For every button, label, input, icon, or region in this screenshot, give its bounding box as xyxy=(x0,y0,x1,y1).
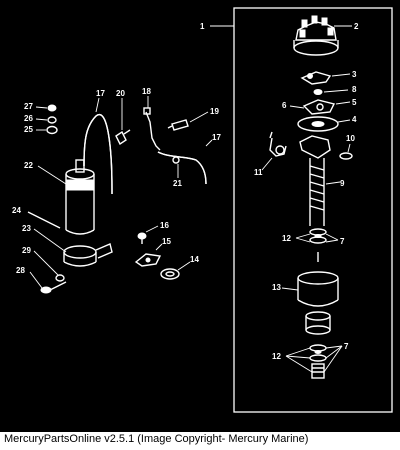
callout-24: 24 xyxy=(12,206,21,215)
callout-16: 16 xyxy=(160,221,169,230)
spark-plug-boot xyxy=(167,119,189,131)
callout-19: 19 xyxy=(210,107,219,116)
callout-4: 4 xyxy=(352,115,357,124)
callout-29: 29 xyxy=(22,246,31,255)
wire-connector xyxy=(143,107,161,151)
sensor-plate xyxy=(297,116,339,132)
distributor-housing xyxy=(297,271,339,335)
distributor-cap xyxy=(293,15,339,56)
image-caption: MercuryPartsOnline v2.5.1 (Image Copyrig… xyxy=(4,433,309,445)
callout-1: 1 xyxy=(200,22,205,31)
callout-21: 21 xyxy=(173,179,182,188)
callout-13: 13 xyxy=(272,283,281,292)
nut-and-washers xyxy=(46,104,58,135)
grommet xyxy=(160,268,180,280)
trigger-module xyxy=(302,99,336,115)
mounting-bolt xyxy=(40,281,67,294)
callout-3: 3 xyxy=(352,70,357,79)
coil-bracket xyxy=(63,243,113,267)
screw xyxy=(313,89,323,95)
callout-25: 25 xyxy=(24,125,33,134)
callout-26: 26 xyxy=(24,114,33,123)
drive-gear xyxy=(311,363,325,379)
callout-17a: 17 xyxy=(96,89,105,98)
wire-clamp xyxy=(134,253,162,267)
callout-8: 8 xyxy=(352,85,357,94)
pickup-coil xyxy=(269,131,287,157)
callout-15: 15 xyxy=(162,237,171,246)
callout-27: 27 xyxy=(24,102,33,111)
callout-9: 9 xyxy=(340,179,345,188)
callout-18: 18 xyxy=(142,87,151,96)
rotor xyxy=(300,71,332,85)
bracket-clip xyxy=(115,129,131,146)
callout-6: 6 xyxy=(282,101,287,110)
callout-11: 11 xyxy=(254,168,263,177)
callout-2: 2 xyxy=(354,22,359,31)
distributor-group-frame xyxy=(233,7,393,413)
exploded-parts-diagram: 1 2 3 8 5 6 4 10 xyxy=(12,7,393,413)
distributor-shaft xyxy=(299,135,331,226)
callout-28: 28 xyxy=(16,266,25,275)
lock-washer xyxy=(55,274,65,282)
callout-23: 23 xyxy=(22,224,31,233)
diagram-stage: 1 2 3 8 5 6 4 10 xyxy=(0,0,400,432)
callout-7b: 7 xyxy=(344,342,349,351)
callout-17b: 17 xyxy=(212,133,221,142)
callout-7a: 7 xyxy=(340,237,345,246)
callout-22: 22 xyxy=(24,161,33,170)
ground-wire xyxy=(27,211,61,229)
ignition-coil xyxy=(65,159,95,235)
callout-5: 5 xyxy=(352,98,357,107)
small-screw xyxy=(137,232,147,244)
callout-10: 10 xyxy=(346,134,355,143)
callout-20: 20 xyxy=(116,89,125,98)
callout-12b: 12 xyxy=(272,352,281,361)
callout-12a: 12 xyxy=(282,234,291,243)
clip xyxy=(339,152,353,160)
coil-lead-left xyxy=(83,113,113,194)
coil-lead-right xyxy=(157,151,207,185)
callout-14: 14 xyxy=(190,255,199,264)
lower-washers xyxy=(309,344,327,362)
upper-washers xyxy=(309,228,327,244)
